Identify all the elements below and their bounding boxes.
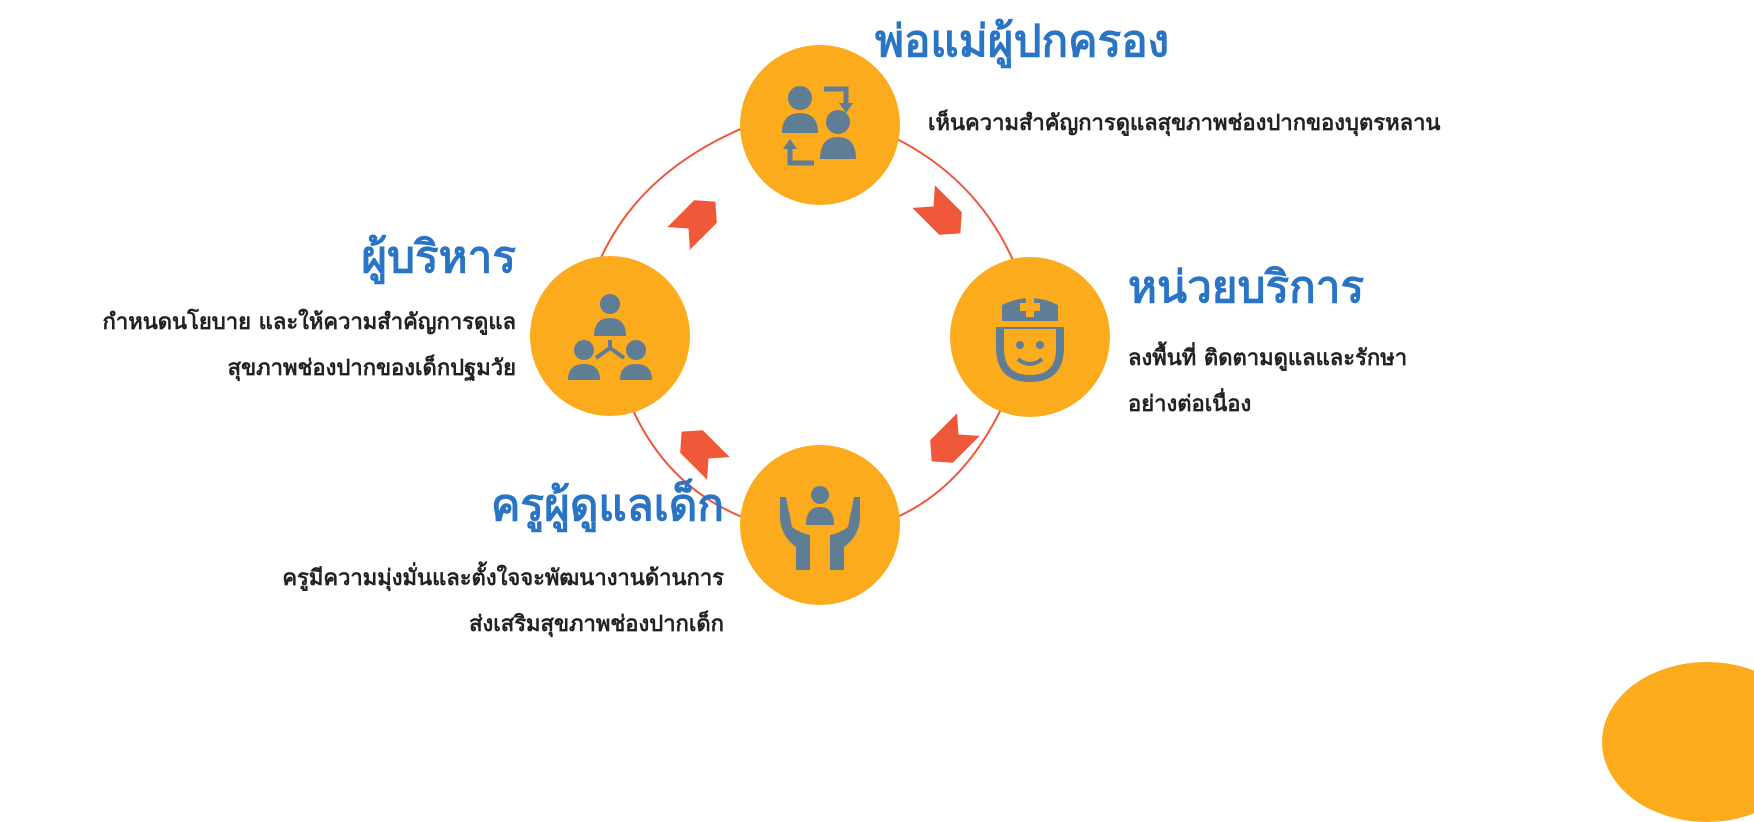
nurse-icon bbox=[996, 297, 1064, 382]
node-admin-description-line: สุขภาพช่องปากของเด็กปฐมวัย bbox=[227, 356, 516, 381]
arrow-bottom-left bbox=[680, 430, 730, 480]
node-admin-description: กำหนดนโยบาย และให้ความสำคัญการดูแล สุขภา… bbox=[103, 300, 516, 392]
node-teacher-description-line: ครูมีความมุ่งมั่นและตั้งใจจะพัฒนางานด้าน… bbox=[282, 566, 724, 591]
node-teacher bbox=[740, 445, 900, 605]
node-teacher-description-line: ส่งเสริมสุขภาพช่องปากเด็ก bbox=[469, 612, 724, 637]
node-service bbox=[950, 257, 1110, 417]
node-service-description-line: ลงพื้นที่ ติดตามดูแลและรักษา bbox=[1128, 346, 1408, 371]
arrow-top-right bbox=[912, 185, 962, 235]
node-parents bbox=[740, 45, 900, 205]
node-admin-title: ผู้บริหาร bbox=[361, 232, 516, 283]
node-teacher-description: ครูมีความมุ่งมั่นและตั้งใจจะพัฒนางานด้าน… bbox=[282, 556, 724, 648]
node-service-description-line: อย่างต่อเนื่อง bbox=[1128, 392, 1252, 417]
node-parents-title: พ่อแม่ผู้ปกครอง bbox=[875, 16, 1170, 67]
cycle-diagram: พ่อแม่ผู้ปกครอง เห็นความสำคัญการดูแลสุขภ… bbox=[103, 16, 1754, 822]
node-teacher-title: ครูผู้ดูแลเด็ก bbox=[491, 480, 724, 531]
node-admin-description-line: กำหนดนโยบาย และให้ความสำคัญการดูแล bbox=[102, 310, 516, 335]
hands-care-icon bbox=[780, 486, 860, 570]
arrow-left-top bbox=[667, 200, 717, 250]
node-parents-description: เห็นความสำคัญการดูแลสุขภาพช่องปากของบุตร… bbox=[928, 111, 1441, 136]
arc-left-top bbox=[599, 124, 751, 261]
node-service-title: หน่วยบริการ bbox=[1128, 262, 1365, 313]
team-hierarchy-icon bbox=[568, 294, 652, 380]
arrow-right-bottom bbox=[930, 413, 980, 463]
node-admin bbox=[530, 256, 690, 416]
node-service-description: ลงพื้นที่ ติดตามดูแลและรักษา อย่างต่อเนื… bbox=[1128, 336, 1407, 428]
people-exchange-icon bbox=[782, 86, 856, 166]
